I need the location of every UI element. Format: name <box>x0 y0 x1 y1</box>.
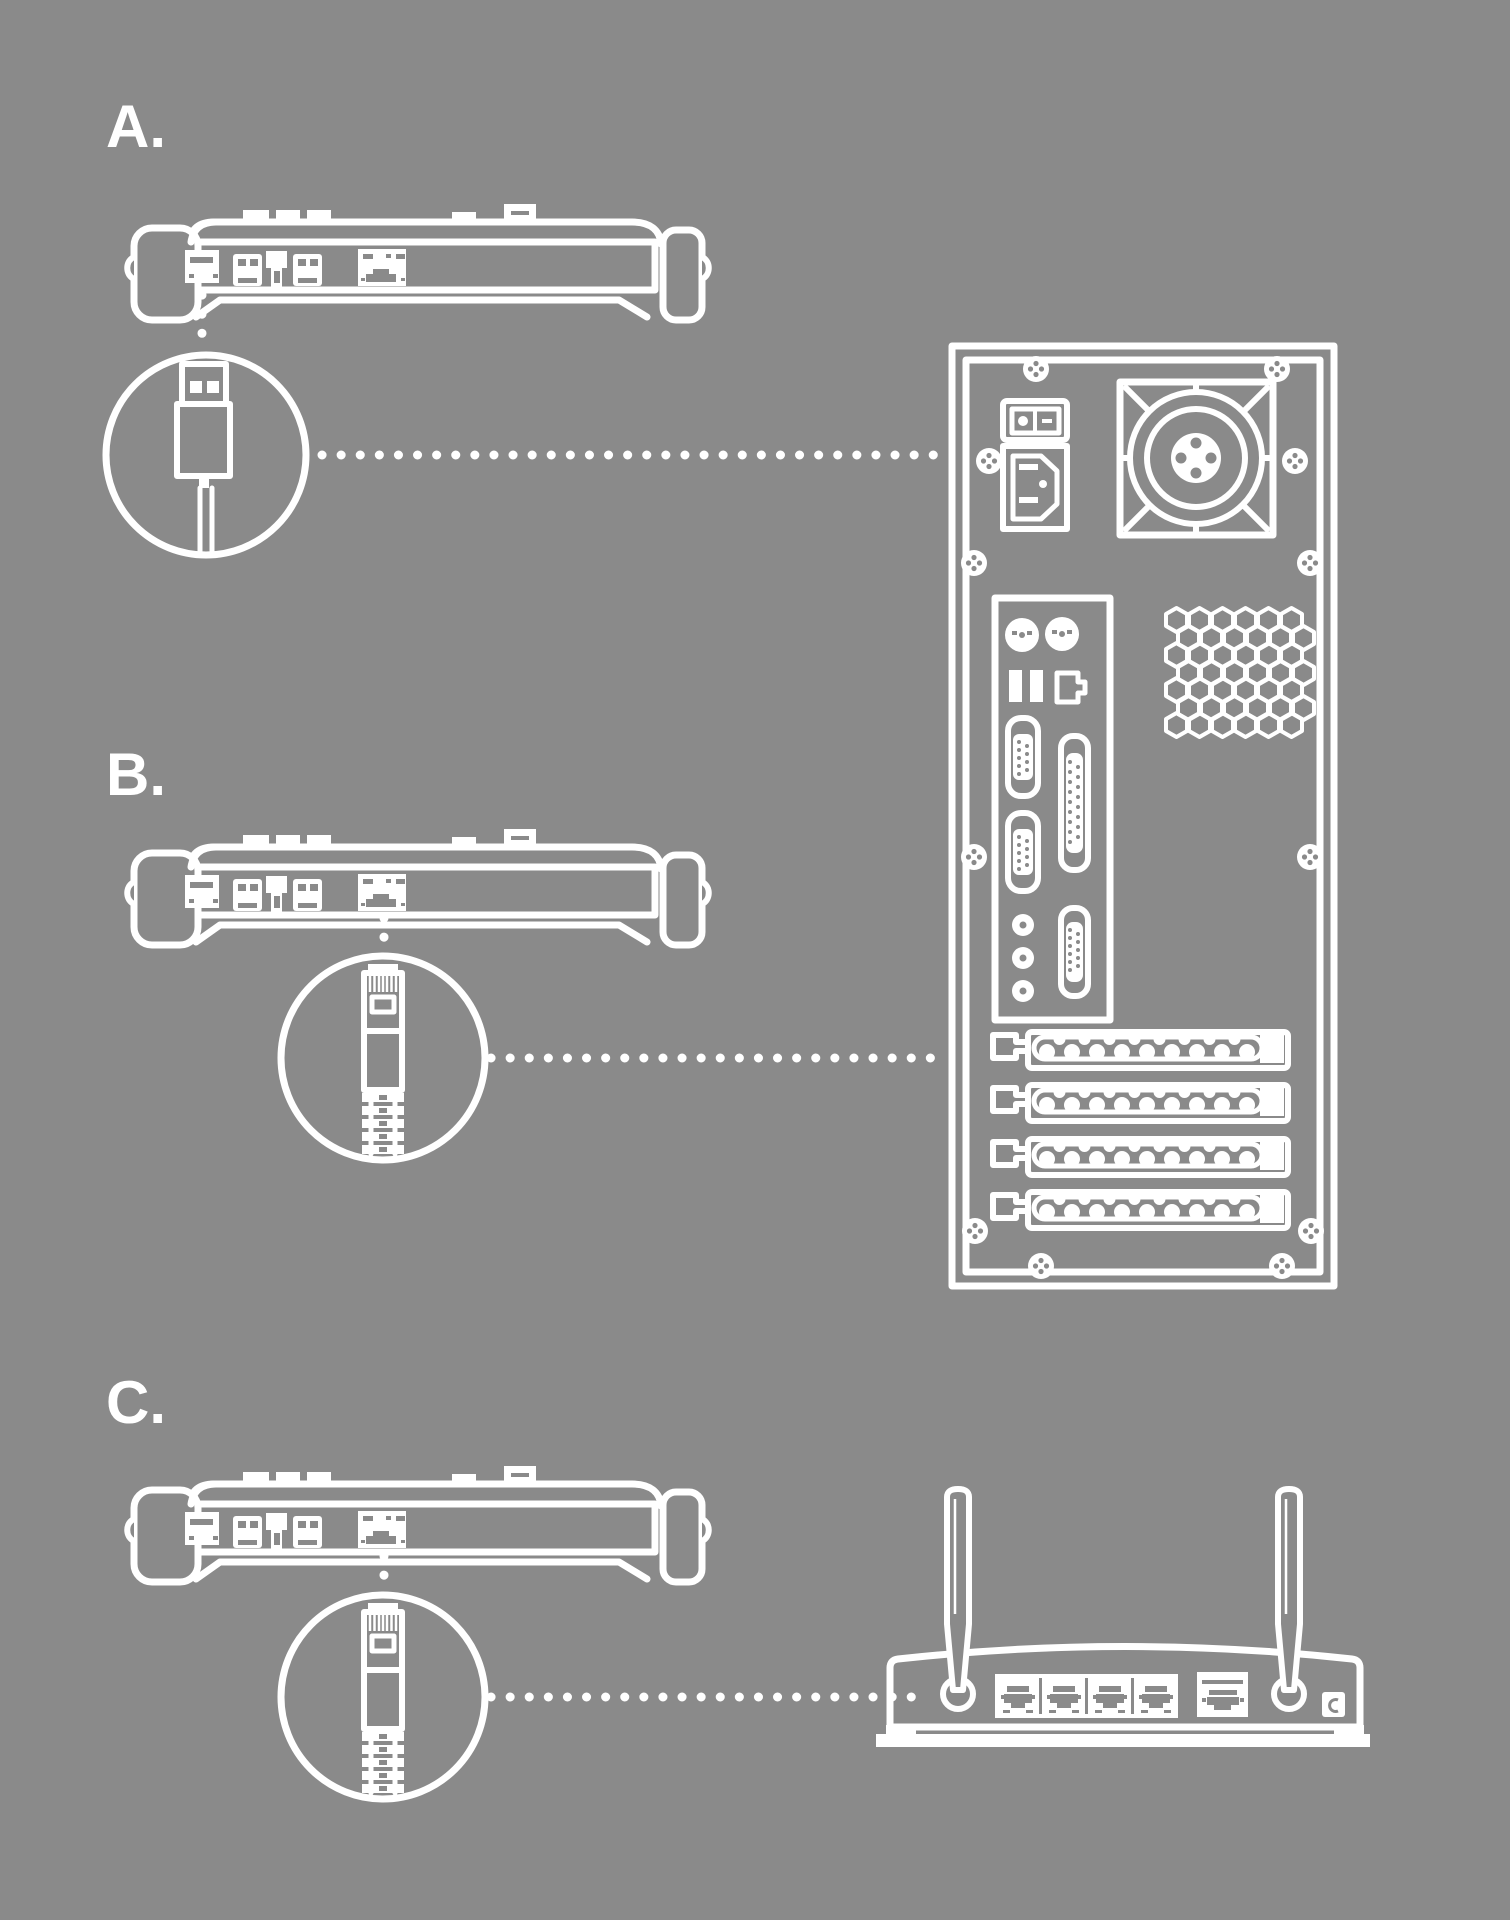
router-body <box>886 1643 1364 1731</box>
expansion-slot <box>993 1192 1288 1228</box>
section-a-label: A. <box>106 93 166 160</box>
ps2-port <box>1045 617 1079 651</box>
screw-icon <box>961 844 987 870</box>
screw-icon <box>961 550 987 576</box>
power-switch <box>1000 398 1070 443</box>
screw-icon <box>1264 356 1290 382</box>
magnifier-circle <box>102 351 310 559</box>
power-socket <box>1000 443 1070 532</box>
screw-icon <box>1297 844 1323 870</box>
tower-outer-panel <box>948 342 1338 1290</box>
router-antenna <box>943 1489 973 1709</box>
diagnostic-device <box>127 829 709 945</box>
fan-grille <box>1116 378 1277 539</box>
io-panel-frame <box>991 594 1114 1024</box>
computer-tower <box>948 342 1338 1290</box>
screw-icon <box>962 1218 988 1244</box>
ps2-port <box>1005 618 1039 652</box>
serial-port <box>1008 813 1038 891</box>
section-b-label: B. <box>106 741 166 808</box>
router-antenna <box>1274 1489 1304 1709</box>
wireless-router <box>876 1489 1370 1747</box>
ethernet-plug-magnifier <box>281 1595 485 1799</box>
section-b: B. <box>106 741 951 1160</box>
power-inlet <box>1322 1692 1345 1717</box>
tower-inner-panel <box>962 356 1324 1276</box>
usb-port <box>1009 670 1022 702</box>
screw-icon <box>1297 550 1323 576</box>
usb-plug-magnifier <box>102 351 310 559</box>
io-panel <box>991 594 1114 1024</box>
vga-port <box>1058 905 1091 999</box>
parallel-port <box>1058 733 1091 873</box>
lan-port <box>1054 670 1088 705</box>
expansion-slot <box>993 1032 1288 1068</box>
hex-vent-row <box>1166 713 1302 737</box>
expansion-slot <box>993 1085 1288 1121</box>
section-c: C. <box>106 1369 1370 1799</box>
serial-port <box>1008 718 1038 796</box>
section-a: A. <box>102 93 951 559</box>
usb-plug-icon <box>174 361 233 554</box>
expansion-slot <box>993 1139 1288 1175</box>
router-foot <box>886 1725 916 1735</box>
wan-port-block <box>1197 1672 1248 1717</box>
screw-icon <box>1023 356 1049 382</box>
router-base <box>876 1734 1370 1747</box>
router-foot <box>1334 1725 1364 1735</box>
screw-icon <box>1028 1253 1054 1279</box>
screw-icon <box>1269 1253 1295 1279</box>
screw-icon <box>1282 448 1308 474</box>
section-c-label: C. <box>106 1369 166 1436</box>
lan-port-block <box>995 1674 1178 1718</box>
screw-icon <box>1298 1218 1324 1244</box>
hex-vent <box>1166 608 1314 737</box>
diagnostic-device <box>127 204 709 320</box>
usb-port <box>1030 670 1043 702</box>
screw-icon <box>976 448 1002 474</box>
ethernet-plug-magnifier <box>281 956 485 1160</box>
diagnostic-device <box>127 1466 709 1582</box>
